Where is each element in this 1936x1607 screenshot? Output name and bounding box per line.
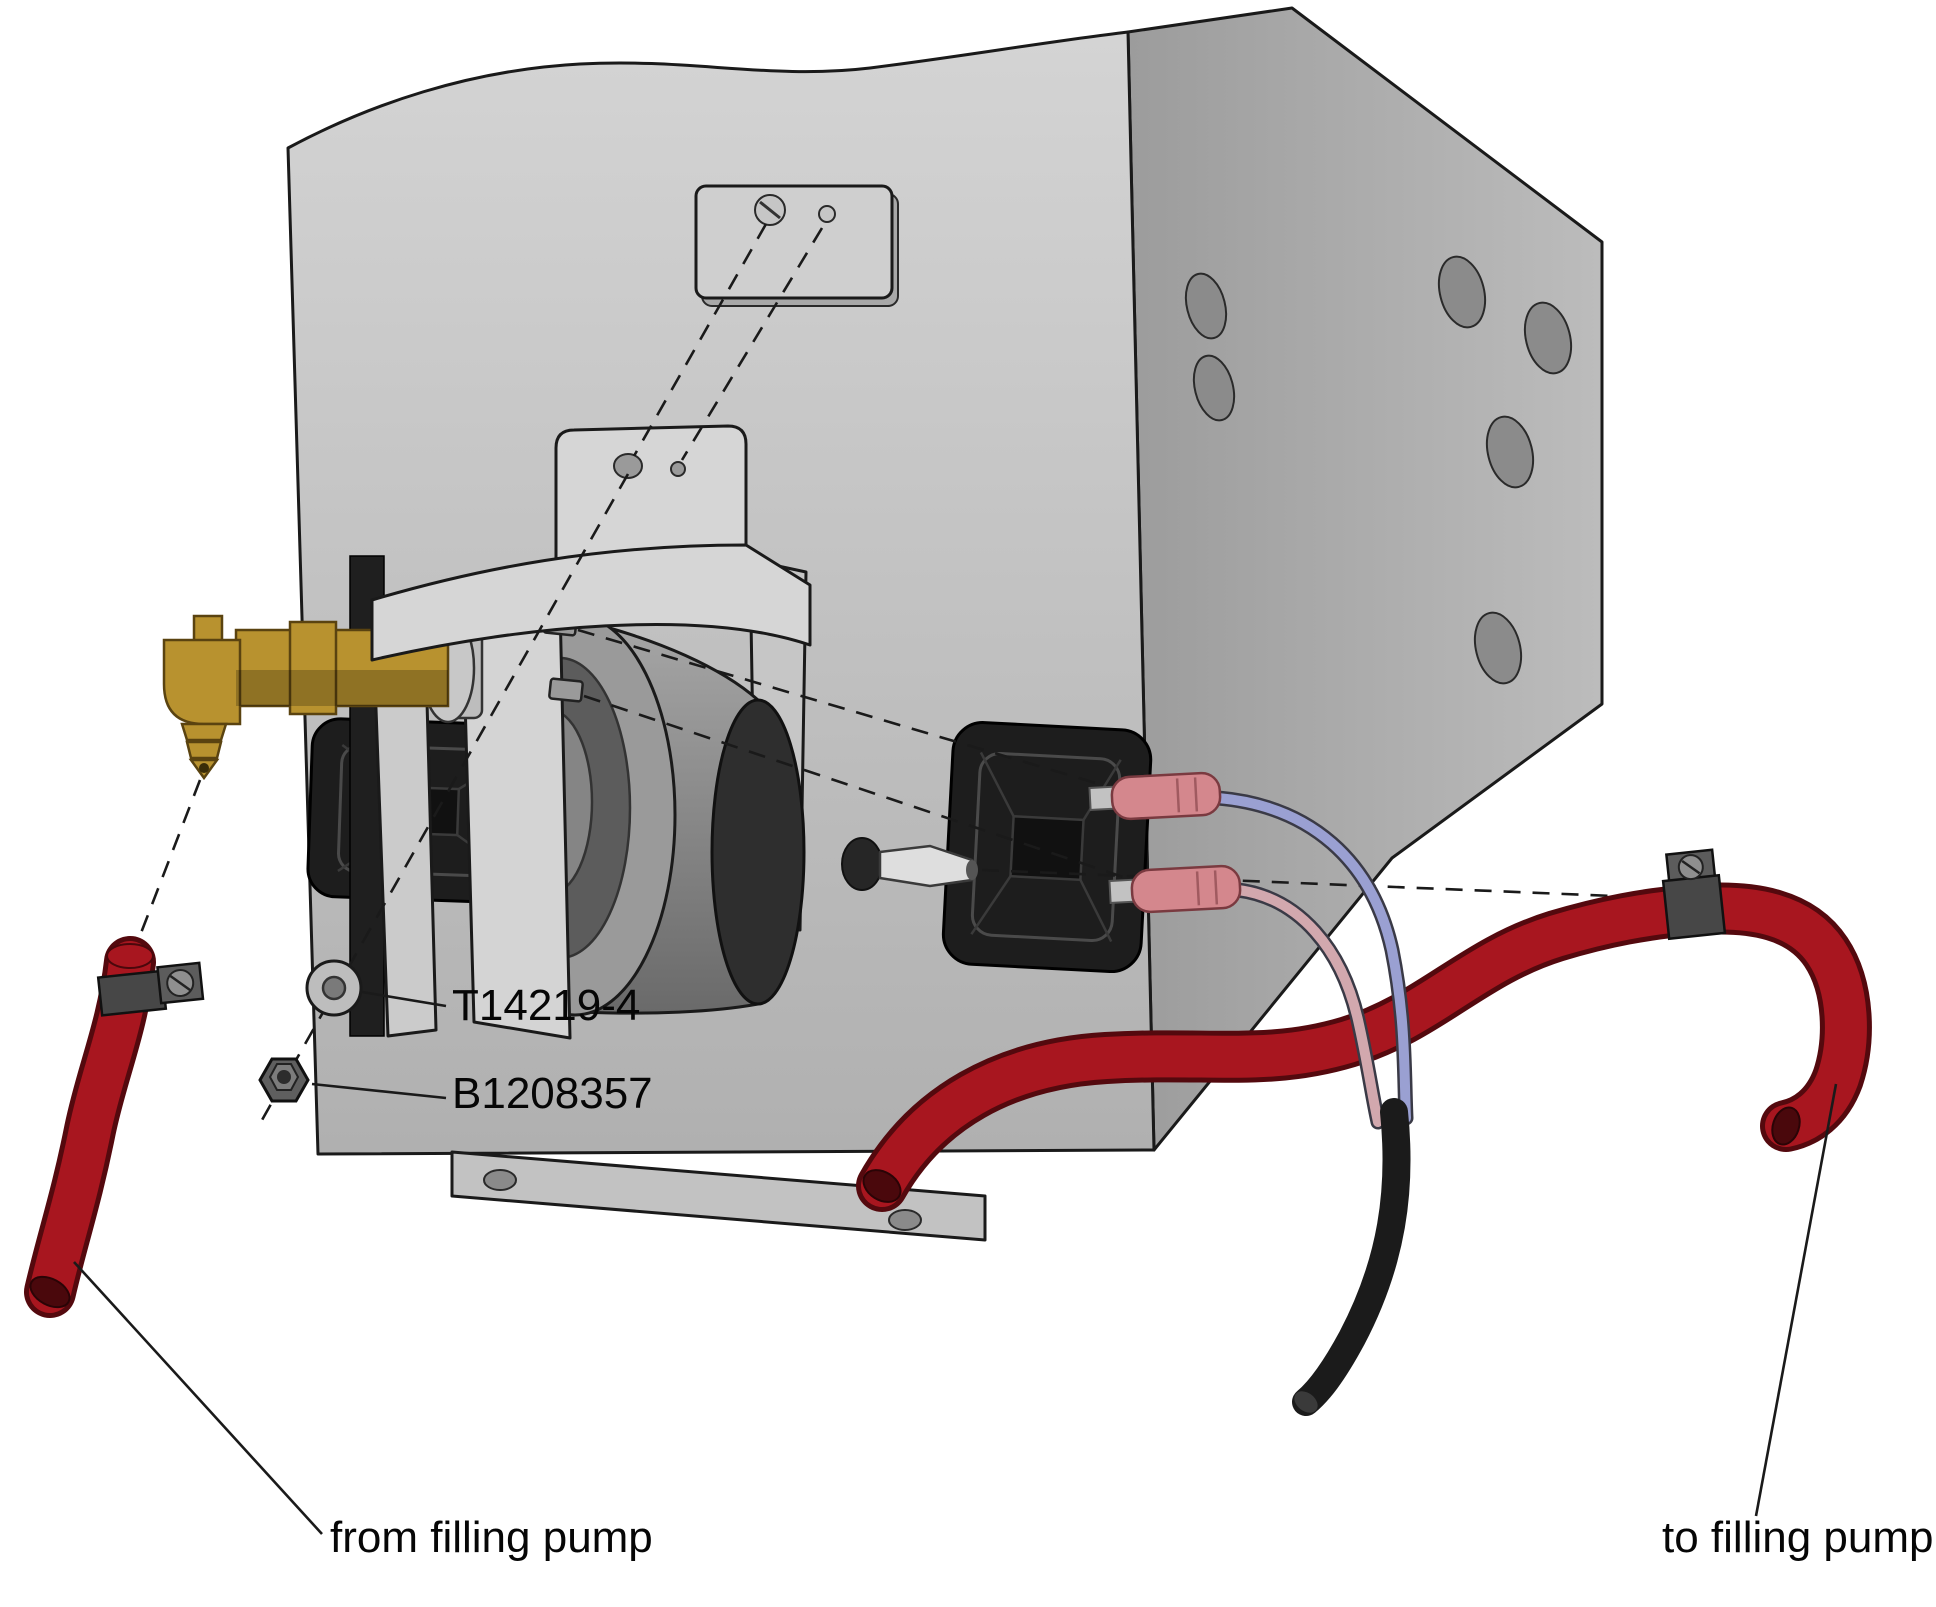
pump-terminal-lower (548, 677, 584, 703)
guide-screw-small (680, 227, 824, 461)
hose-top-end (106, 943, 154, 969)
vent-hole (1192, 354, 1236, 422)
assembly-guide-lines (134, 223, 1663, 1121)
hose-open-end (29, 1275, 71, 1309)
pump-wiring (1210, 790, 1414, 1416)
screw-plate (694, 184, 899, 307)
bracket-strap (370, 543, 812, 662)
spade-connector-lower (1108, 864, 1242, 914)
hose-open-end (862, 1169, 902, 1203)
hose-clamp-left (96, 961, 205, 1017)
hose-body (29, 941, 151, 1313)
connector-body (1110, 771, 1222, 821)
clamp-band (1661, 873, 1727, 941)
guide-elbow-to-hose (134, 779, 202, 947)
spade-connector-upper (1088, 771, 1222, 821)
vent-hole (1485, 415, 1535, 489)
label-from-filling-pump: from filling pump (330, 1513, 653, 1562)
wire-purple (1213, 793, 1411, 1123)
nut (258, 1057, 310, 1103)
brass-inlet-fitting (162, 614, 450, 781)
washer-hole (321, 975, 347, 1001)
clamp-screw-slot (1681, 859, 1701, 875)
nut-hole (277, 1070, 291, 1084)
barb-ridge-2 (185, 740, 223, 760)
vent-hole (1437, 255, 1487, 329)
bracket-tab (554, 424, 748, 562)
hose-from-filling-pump (24, 936, 205, 1318)
callouts: T14219-4 B1208357 from filling pump to f… (73, 981, 1933, 1562)
vent-hole (1523, 301, 1573, 375)
clamp-screw-slot (169, 974, 191, 992)
hose-clamp-right (1661, 848, 1727, 941)
pump-rear-cap (710, 698, 806, 1006)
label-nut: B1208357 (452, 1069, 653, 1118)
brass-elbow (162, 638, 242, 726)
connector-body (1130, 864, 1242, 914)
grommet-center (1009, 814, 1085, 882)
label-to-filling-pump: to filling pump (1662, 1513, 1933, 1562)
hose-cut-end (1771, 1106, 1801, 1146)
barb-ridge-1 (180, 722, 228, 742)
screw-slot (759, 200, 781, 220)
hose-body (861, 887, 1867, 1207)
vent-hole (1473, 611, 1523, 685)
sheath-cut-end (1294, 1391, 1318, 1413)
guide-terminal-lower (583, 694, 1127, 880)
guide-screw-large (632, 223, 768, 457)
grommet-inner-rim (970, 751, 1122, 943)
vent-holes (1184, 255, 1573, 685)
leader-to-filling-pump (1754, 1083, 1838, 1517)
connector-ridges (1175, 777, 1199, 813)
outlet-hub (841, 837, 883, 891)
wire-sheath (1292, 1098, 1411, 1416)
screw-plate-face (694, 184, 894, 300)
guide-terminal-upper (577, 628, 1107, 788)
bracket-hole-small (670, 461, 686, 477)
grommet-right (941, 721, 1153, 974)
wire-pink (1233, 885, 1383, 1127)
screw-small (818, 205, 836, 223)
connector-ridges (1195, 870, 1219, 906)
clamp-band (96, 969, 168, 1017)
leader-from-filling-pump (73, 1261, 323, 1535)
brass-hex-nut (288, 620, 338, 716)
flange-hole (483, 1169, 517, 1191)
pump (162, 590, 978, 1040)
brass-top-nub (192, 614, 224, 644)
guide-outlet-to-hose (981, 868, 1663, 900)
flange-hole (888, 1209, 922, 1231)
outlet-tip (966, 860, 978, 880)
washer (305, 959, 363, 1017)
brass-shading (236, 670, 448, 706)
label-washer: T14219-4 (452, 981, 640, 1030)
hose-to-filling-pump (856, 848, 1872, 1212)
mounting-flange (450, 1150, 987, 1242)
leader-nut (311, 1082, 447, 1100)
bracket-hole-large (613, 453, 643, 479)
barb-opening (199, 763, 209, 773)
vent-hole (1184, 272, 1228, 340)
leader-washer (361, 990, 447, 1008)
